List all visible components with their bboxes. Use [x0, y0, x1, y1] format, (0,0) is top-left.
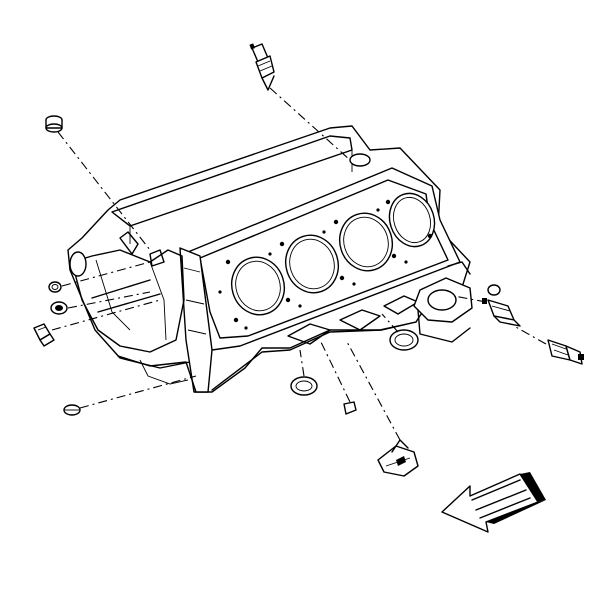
- oil-filter-adapter-plug: [487, 284, 501, 296]
- right-side-sensor: [482, 298, 521, 327]
- view-direction-arrow-icon: [441, 472, 546, 533]
- rear-left-plug-leader: [57, 131, 151, 251]
- head-bolt-holes: [218, 199, 433, 330]
- left-side-plug-2-leader: [67, 291, 151, 309]
- lower-center-plug-leader: [299, 349, 305, 377]
- cylinder-bore-1: [230, 256, 286, 316]
- bottom-sensor-leader: [345, 339, 401, 441]
- bottom-plug: [343, 401, 357, 415]
- bottom-plug-leader: [319, 339, 351, 403]
- right-side-sensor-leader: [453, 295, 487, 303]
- cylinder-bore-3: [338, 212, 394, 272]
- left-dowel-lines: [91, 279, 161, 313]
- right-sender: [547, 339, 584, 365]
- top-sender-plug: [249, 43, 275, 91]
- top-sender-leader: [269, 87, 351, 161]
- rear-left-plug: [45, 115, 63, 133]
- cylinder-bore-4: [388, 192, 436, 248]
- left-side-plug-3: [33, 323, 55, 347]
- right-oil-plug: [389, 329, 419, 351]
- bottom-sensor-plug: [377, 439, 419, 477]
- right-oil-plug-leader: [381, 313, 399, 333]
- right-sender-leader: [513, 325, 547, 345]
- lower-left-plug-leader: [79, 375, 197, 409]
- left-side-plug-1-leader: [61, 261, 151, 287]
- engine-block: [67, 125, 473, 393]
- left-side-plug-2: [50, 301, 68, 315]
- left-side-plug-1: [48, 281, 62, 293]
- lower-left-plug: [63, 404, 81, 416]
- lower-center-plug: [290, 376, 318, 396]
- cylinder-bore-2: [284, 234, 340, 294]
